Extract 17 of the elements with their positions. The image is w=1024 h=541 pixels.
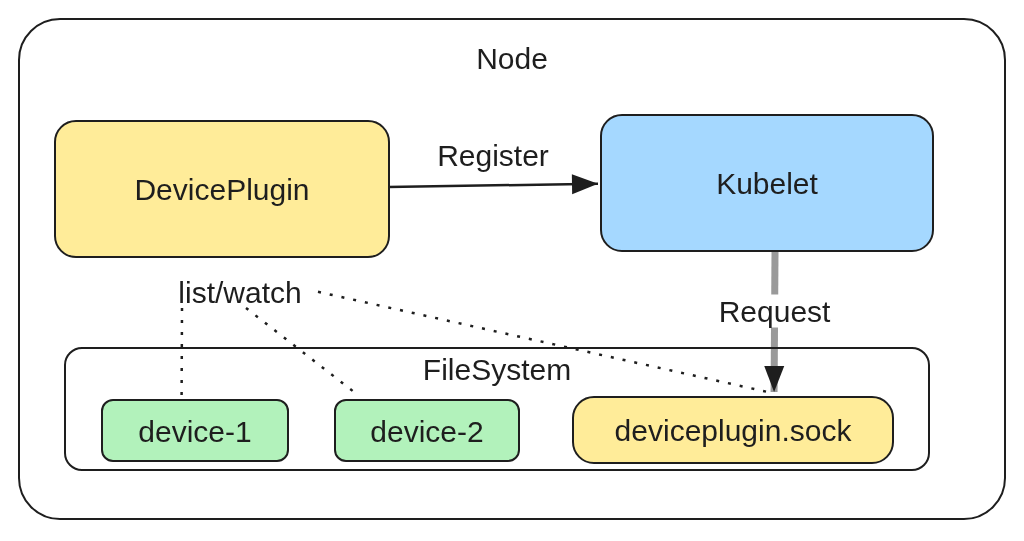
node-label: DevicePlugin [134, 172, 310, 206]
process-box [572, 396, 894, 464]
container-title: Node [476, 42, 548, 75]
process-box [600, 114, 934, 252]
device-box [101, 399, 289, 462]
list-watch-label: list/watch [178, 275, 302, 309]
process-box [54, 120, 390, 258]
container-title: FileSystem [422, 353, 572, 386]
node-frame [18, 18, 1006, 520]
node-label: deviceplugin.sock [614, 413, 852, 447]
node-label: device-2 [370, 414, 484, 447]
node-label: device-1 [138, 414, 252, 447]
dotted-connector [317, 290, 768, 394]
dotted-connector [180, 308, 184, 395]
filesystem-container [64, 347, 930, 471]
device-box [334, 399, 520, 462]
node-label: Kubelet [716, 166, 818, 200]
